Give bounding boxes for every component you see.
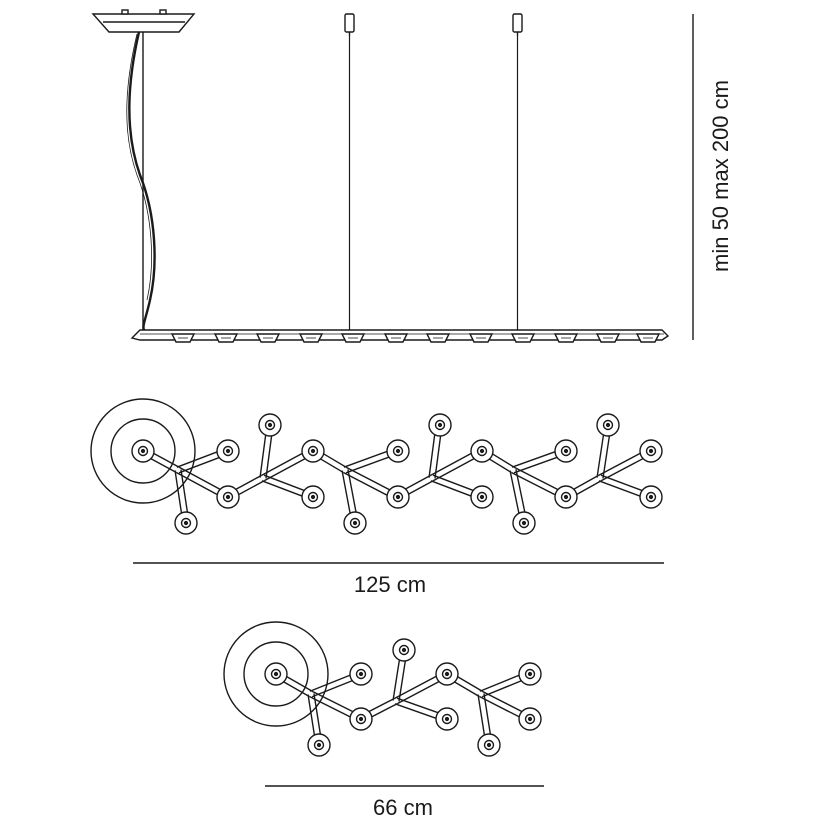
lamp-module bbox=[595, 333, 621, 343]
led-node bbox=[512, 511, 536, 535]
led-node bbox=[301, 439, 325, 463]
led-node bbox=[216, 485, 240, 509]
lamp-module bbox=[635, 333, 661, 343]
led-node bbox=[349, 662, 373, 686]
led-node bbox=[216, 439, 240, 463]
suspension-cable-2 bbox=[512, 13, 523, 330]
led-node bbox=[258, 413, 282, 437]
led-node bbox=[349, 707, 373, 731]
lamp-module bbox=[425, 333, 451, 343]
led-node bbox=[470, 439, 494, 463]
lamp-modules bbox=[170, 333, 661, 343]
led-node bbox=[392, 638, 416, 662]
led-node bbox=[477, 733, 501, 757]
led-node bbox=[435, 707, 459, 731]
led-node bbox=[174, 511, 198, 535]
lamp-module bbox=[255, 333, 281, 343]
led-node bbox=[386, 485, 410, 509]
side-elevation-view bbox=[91, 9, 694, 343]
canopy-outline bbox=[223, 621, 329, 727]
led-node bbox=[518, 707, 542, 731]
led-node bbox=[554, 485, 578, 509]
led-node bbox=[596, 413, 620, 437]
plan-view-66 bbox=[223, 621, 542, 757]
led-node bbox=[131, 439, 155, 463]
lamp-module bbox=[553, 333, 579, 343]
led-node bbox=[264, 662, 288, 686]
suspension-cable-1 bbox=[344, 13, 355, 330]
lamp-module bbox=[340, 333, 366, 343]
power-cable bbox=[128, 31, 156, 331]
led-node bbox=[343, 511, 367, 535]
lamp-module bbox=[298, 333, 324, 343]
led-node bbox=[554, 439, 578, 463]
led-node bbox=[518, 662, 542, 686]
led-node bbox=[307, 733, 331, 757]
width-label-125: 125 cm bbox=[354, 572, 426, 597]
led-node bbox=[435, 662, 459, 686]
led-node bbox=[470, 485, 494, 509]
height-range-label: min 50 max 200 cm bbox=[708, 80, 733, 272]
led-node bbox=[428, 413, 452, 437]
canopy-outline bbox=[90, 398, 196, 504]
lamp-module bbox=[170, 333, 196, 343]
led-node bbox=[386, 439, 410, 463]
width-label-66: 66 cm bbox=[373, 795, 433, 820]
lamp-module bbox=[510, 333, 536, 343]
lamp-module bbox=[383, 333, 409, 343]
lamp-module bbox=[213, 333, 239, 343]
led-node bbox=[301, 485, 325, 509]
led-node bbox=[639, 439, 663, 463]
plan-view-125 bbox=[90, 398, 663, 535]
led-node bbox=[639, 485, 663, 509]
ceiling-canopy bbox=[91, 9, 196, 33]
lamp-module bbox=[468, 333, 494, 343]
